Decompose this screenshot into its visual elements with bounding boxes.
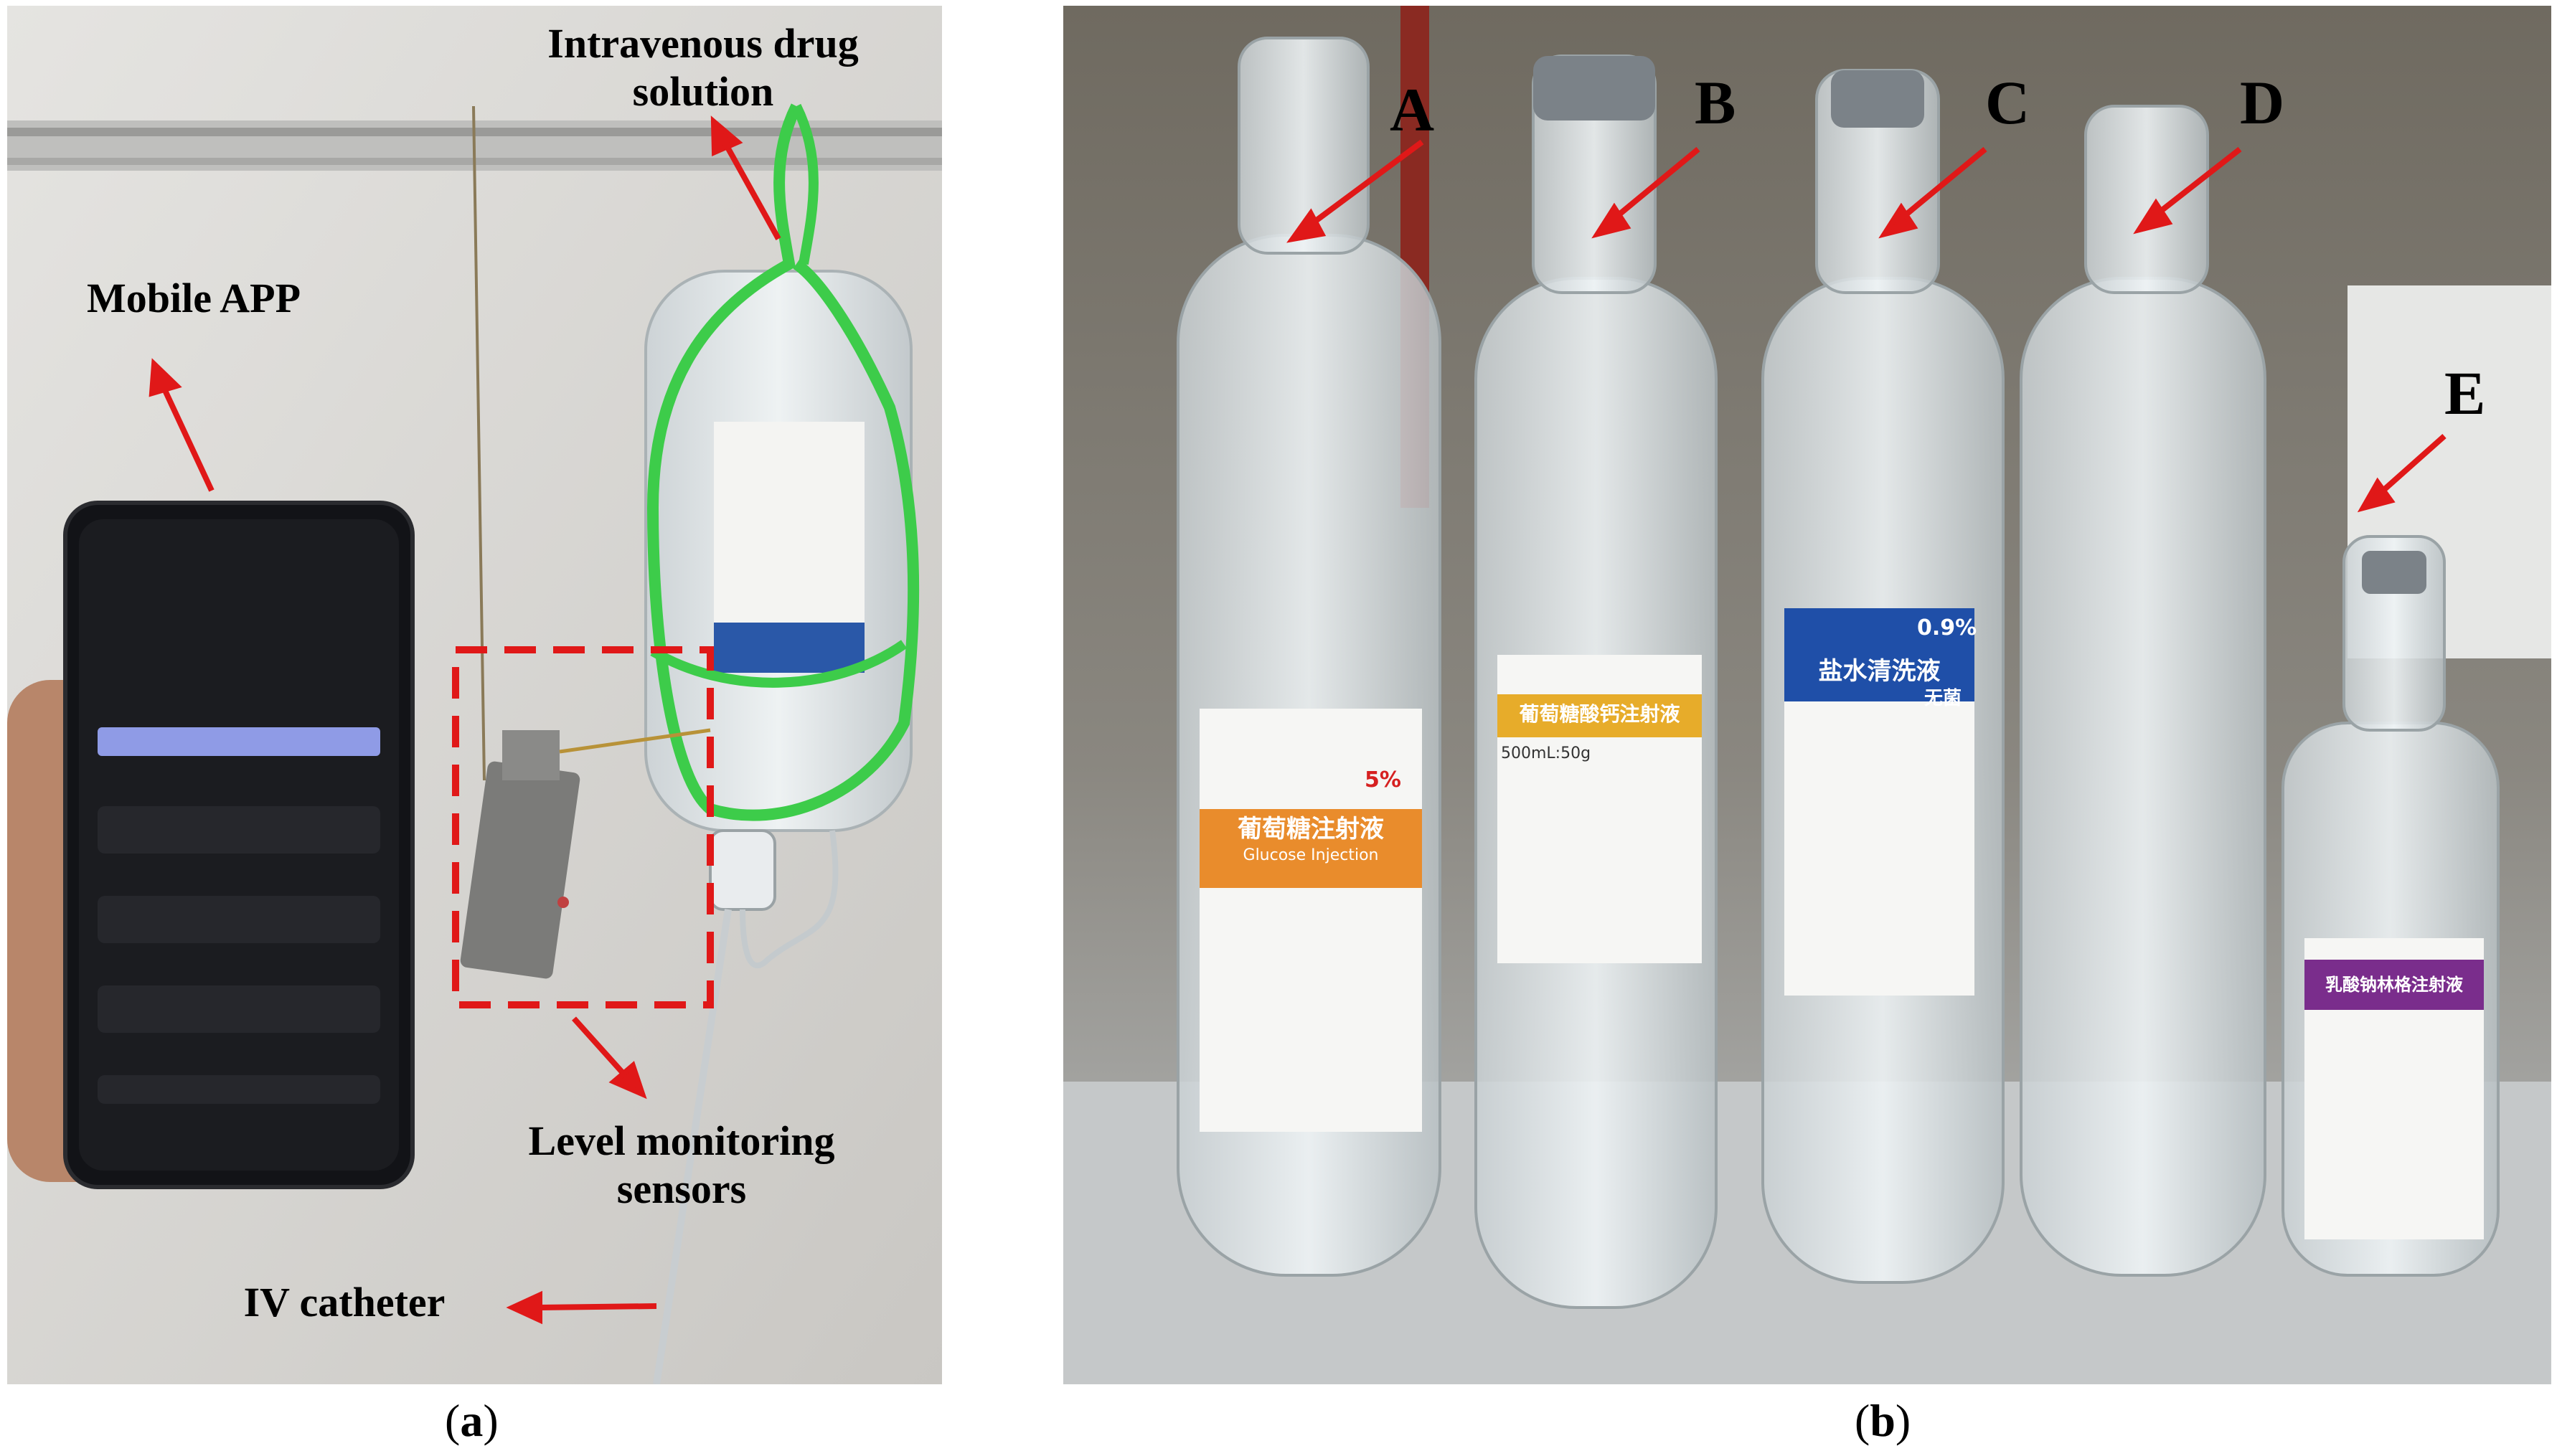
bottle-c-sub: 无菌 [1924,688,1962,709]
iv-catheter-tube [653,909,732,1384]
panel-b-scene [1063,6,2551,1384]
photo-panel-a: Intravenous drug solution Mobile APP Lev… [7,6,942,1384]
bottle-c-label-text: 盐水清洗液 [1818,657,1941,686]
app-row [98,806,380,854]
bottle-c-percent: 0.9% [1917,615,1977,640]
bottle-a-label-text: 葡萄糖注射液 [1238,815,1384,843]
label-iv-catheter: IV catheter [243,1279,446,1325]
bottle-letter-b: B [1695,68,1736,137]
bottle-b [1474,55,1718,1309]
bottle-e [2281,535,2500,1277]
iv-tube-loop [740,830,839,968]
bottle-e-label-text: 乳酸钠林格注射液 [2325,975,2463,995]
caption-b: (b) [1855,1395,1911,1446]
bottle-c [1761,69,2005,1284]
label-level-monitoring-sensors: Level monitoring sensors [528,1117,835,1212]
phone-screen [79,519,399,1171]
level-sensor-device [460,728,711,979]
app-row [98,1075,380,1104]
bottle-b-volume: 500mL:50g [1501,744,1591,762]
bottle-letter-a: A [1390,75,1435,144]
bottle-arrows [1286,139,2447,513]
photo-panel-b: 葡萄糖注射液 Glucose Injection 5% 葡萄糖酸钙注射液 500… [1063,6,2551,1384]
annotation-arrows [149,115,781,1325]
label-mobile-app: Mobile APP [86,275,301,321]
bottle-letter-e: E [2444,359,2486,427]
hanging-string [472,105,486,781]
caption-a-letter: a [460,1395,484,1446]
label-intravenous-drug-solution: Intravenous drug solution [547,20,859,115]
bottle-b-label-text: 葡萄糖酸钙注射液 [1519,702,1680,726]
level-progress-bar [98,727,380,756]
app-row [98,985,380,1033]
bottle-letter-c: C [1985,68,2030,137]
bottle-d [2020,105,2266,1277]
bottle-a-percent: 5% [1365,767,1401,793]
bottle-letter-d: D [2240,68,2285,137]
caption-a: (a) [445,1395,499,1446]
caption-b-letter: b [1870,1395,1896,1446]
drip-chamber [709,829,776,911]
mobile-phone [63,501,415,1189]
app-row [98,896,380,943]
sensor-highlight-box [452,646,714,1008]
bottle-a [1177,37,1441,1277]
bottle-a-label-sub: Glucose Injection [1243,846,1379,864]
